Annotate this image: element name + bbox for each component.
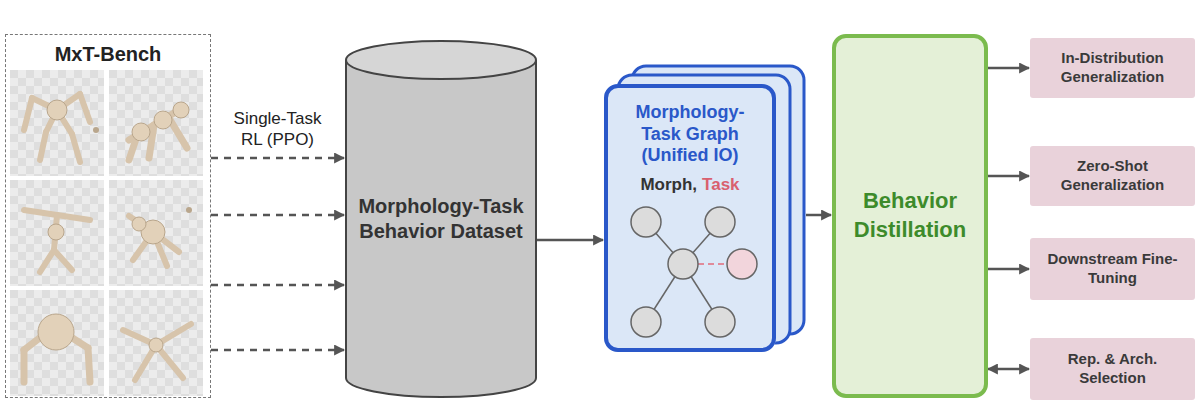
panel-title: MxT-Bench bbox=[6, 43, 210, 66]
dashed-arrow bbox=[211, 284, 344, 287]
outcome-box: In-Distribution Generalization bbox=[1030, 38, 1195, 98]
outcome-label: In-Distribution Generalization bbox=[1038, 49, 1187, 87]
outcome-box: Rep. & Arch. Selection bbox=[1030, 338, 1195, 400]
outcome-label: Downstream Fine-Tuning bbox=[1038, 250, 1187, 288]
graph-io-row: Morph, Task bbox=[616, 175, 764, 195]
distill-label: Behavior Distillation bbox=[844, 187, 976, 244]
graph-card: Morphology-Task Graph (Unified IO) Morph,… bbox=[604, 84, 776, 352]
arrow bbox=[806, 214, 831, 217]
dashed-arrow bbox=[211, 214, 344, 217]
cylinder-shape bbox=[345, 40, 537, 398]
graph-illustration bbox=[631, 207, 757, 337]
edge-label: Single-Task RL (PPO) bbox=[223, 108, 333, 151]
outcome-box: Zero-Shot Generalization bbox=[1030, 146, 1195, 206]
arrow bbox=[537, 239, 603, 242]
arrow bbox=[988, 67, 1029, 70]
dashed-arrow bbox=[211, 349, 344, 352]
task-word: Task bbox=[702, 175, 740, 194]
dataset-label: Morphology-Task Behavior Dataset bbox=[357, 194, 525, 244]
graph-title: Morphology-Task Graph (Unified IO) bbox=[616, 102, 764, 167]
arrow bbox=[988, 268, 1029, 271]
dataset-cylinder: Morphology-Task Behavior Dataset bbox=[345, 40, 537, 398]
card-fill bbox=[604, 84, 776, 352]
arrow bbox=[988, 368, 1029, 371]
robot-panels bbox=[10, 70, 203, 396]
bench-panel: MxT-Bench bbox=[5, 34, 211, 398]
distillation-box: Behavior Distillation bbox=[832, 34, 988, 398]
outcome-box: Downstream Fine-Tuning bbox=[1030, 238, 1195, 300]
morph-word: Morph, bbox=[640, 175, 697, 194]
outcome-label: Rep. & Arch. Selection bbox=[1038, 350, 1187, 388]
arrow bbox=[988, 175, 1029, 178]
dashed-arrow bbox=[211, 157, 344, 160]
outcome-label: Zero-Shot Generalization bbox=[1038, 157, 1187, 195]
